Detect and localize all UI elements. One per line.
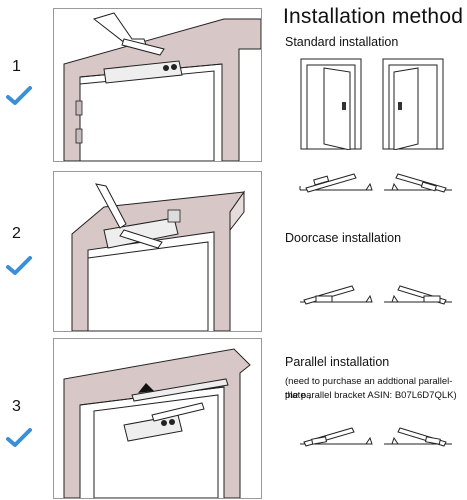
checkmark-icon — [6, 256, 32, 275]
illustration-standard — [53, 8, 262, 162]
illustration-doorcase — [53, 171, 262, 332]
page-title: Installation method — [283, 5, 464, 28]
top-view-parallel — [300, 427, 452, 447]
door-closer-icon — [103, 209, 181, 249]
illustration-parallel — [53, 338, 262, 499]
door-icon — [382, 58, 444, 150]
top-view-doorcase — [300, 285, 452, 305]
method-note-line-2: the parallel bracket ASIN: B07L6D7QLK) — [285, 390, 457, 401]
method-label-standard: Standard installation — [285, 35, 399, 49]
top-view-standard — [299, 173, 452, 193]
method-label-doorcase: Doorcase installation — [285, 231, 402, 245]
door-icon — [300, 58, 362, 150]
step-number-2: 2 — [12, 225, 21, 242]
step-number-1: 1 — [12, 58, 21, 75]
step-number-3: 3 — [12, 398, 21, 415]
door-closer-icon — [103, 60, 183, 84]
method-note-line-1: (need to purchase an addtional parallel-… — [285, 376, 453, 401]
method-label-parallel: Parallel installation — [285, 355, 390, 369]
checkmark-icon — [6, 428, 32, 447]
checkmark-icon — [6, 86, 32, 105]
